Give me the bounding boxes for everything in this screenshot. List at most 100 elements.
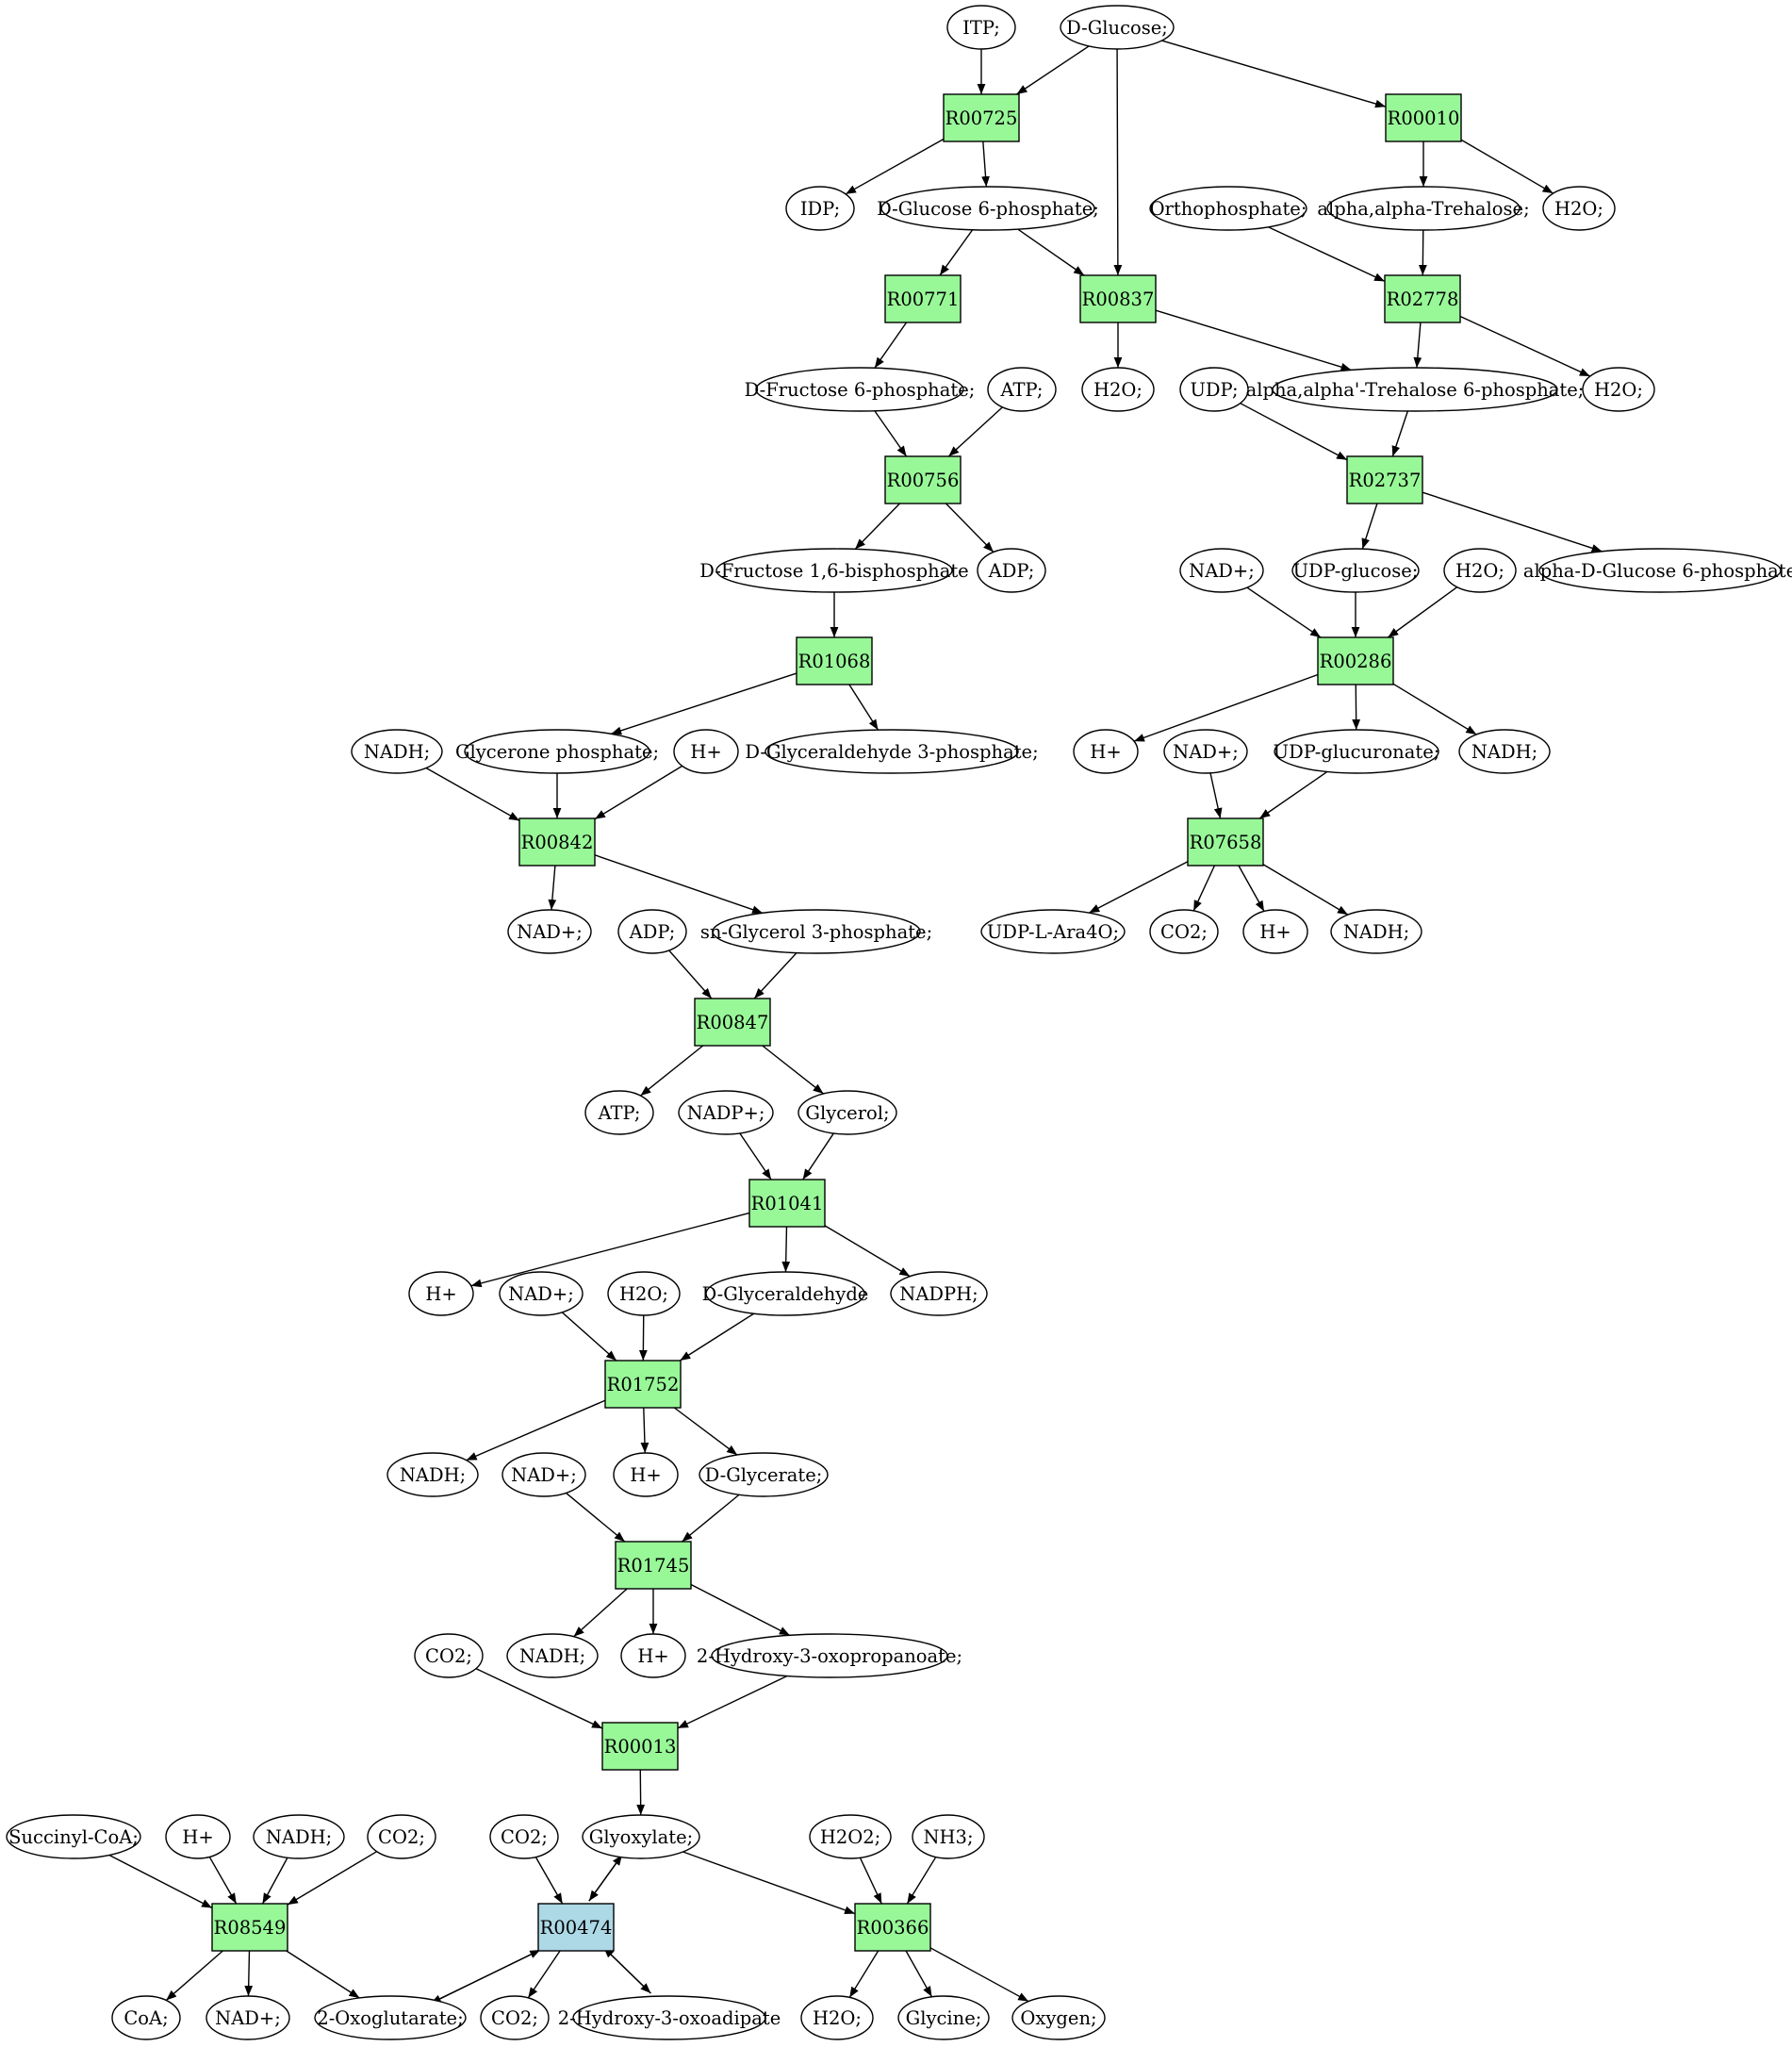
compound-node-udpara[interactable]: UDP-L-Ara4O;	[980, 909, 1126, 954]
reaction-node-r08549[interactable]: R08549	[211, 1903, 288, 1952]
compound-node-h2o-b[interactable]: H2O;	[1081, 367, 1155, 412]
compound-node-t6p[interactable]: alpha,alpha'-Trehalose 6-phosphate;	[1246, 367, 1585, 412]
compound-ellipse	[1542, 186, 1616, 231]
reaction-node-r01041[interactable]: R01041	[748, 1179, 826, 1228]
compound-label: alpha,alpha'-Trehalose 6-phosphate;	[1246, 379, 1585, 401]
compound-node-f6p[interactable]: D-Fructose 6-phosphate;	[745, 367, 976, 412]
compound-node-f16bp[interactable]: D-Fructose 1,6-bisphosphate	[699, 548, 969, 593]
compound-node-succoa[interactable]: Succinyl-CoA;	[6, 1814, 141, 1859]
compound-node-ortho[interactable]: Orthophosphate;	[1149, 186, 1307, 231]
compound-node-idp[interactable]: IDP;	[785, 186, 855, 231]
compound-node-nadph[interactable]: NADPH;	[890, 1271, 988, 1316]
compound-node-ga3p[interactable]: D-Glyceraldehyde 3-phosphate;	[745, 729, 1039, 774]
compound-node-co2-e[interactable]: CO2;	[480, 1995, 550, 2040]
compound-node-nadp-b[interactable]: NAD+;	[1163, 729, 1248, 774]
compound-node-nadpp[interactable]: NADP+;	[678, 1090, 774, 1135]
edge-udp-to-r02737	[1240, 403, 1348, 461]
compound-node-dga[interactable]: D-Glyceraldehyde	[702, 1271, 869, 1316]
compound-node-g3p[interactable]: sn-Glycerol 3-phosphate;	[700, 909, 932, 954]
compound-node-dglyc[interactable]: D-Glycerate;	[699, 1452, 829, 1497]
compound-node-nadp-a[interactable]: NAD+;	[1179, 548, 1264, 593]
compound-node-nadh-c[interactable]: NADH;	[1330, 909, 1422, 954]
compound-node-nadh-f[interactable]: NADH;	[253, 1814, 345, 1859]
compound-node-dglc[interactable]: D-Glucose;	[1060, 5, 1175, 50]
compound-node-nadp-d[interactable]: NAD+;	[499, 1271, 584, 1316]
compound-node-glyc[interactable]: Glycerol;	[797, 1090, 897, 1135]
reaction-node-r01745[interactable]: R01745	[615, 1541, 692, 1590]
compound-node-co2-b[interactable]: CO2;	[414, 1633, 484, 1678]
reaction-label: R00725	[945, 107, 1018, 129]
compound-node-hp-e[interactable]: H+	[613, 1452, 679, 1497]
compound-node-nadp-c[interactable]: NAD+;	[507, 909, 592, 954]
compound-node-hop[interactable]: 2-Hydroxy-3-oxopropanoate;	[697, 1633, 962, 1678]
compound-ellipse	[572, 1995, 766, 2040]
edge-r00013-to-glyox	[636, 1769, 646, 1816]
reaction-node-r00837[interactable]: R00837	[1079, 274, 1157, 323]
compound-ellipse	[699, 1452, 829, 1497]
compound-node-gly[interactable]: Glycine;	[897, 1995, 990, 2040]
reaction-node-r00366[interactable]: R00366	[854, 1903, 931, 1952]
compound-node-atp-b[interactable]: ATP;	[584, 1090, 654, 1135]
compound-node-h2o-e[interactable]: H2O;	[607, 1271, 681, 1316]
compound-node-og[interactable]: 2-Oxoglutarate;	[314, 1995, 467, 2040]
compound-node-adp-a[interactable]: ADP;	[977, 548, 1046, 593]
reaction-node-r00756[interactable]: R00756	[884, 455, 962, 504]
reaction-node-r00725[interactable]: R00725	[943, 93, 1020, 142]
edge-t6p-to-r02737	[1391, 410, 1409, 457]
compound-node-treh[interactable]: alpha,alpha-Trehalose;	[1317, 186, 1530, 231]
compound-node-ag6p[interactable]: alpha-D-Glucose 6-phosphate	[1523, 548, 1792, 593]
compound-node-hp-d[interactable]: H+	[408, 1271, 474, 1316]
compound-node-nadh-e[interactable]: NADH;	[506, 1633, 599, 1678]
compound-node-h2o-f[interactable]: H2O;	[800, 1995, 874, 2040]
compound-node-glyox[interactable]: Glyoxylate;	[582, 1814, 700, 1859]
reaction-node-r00842[interactable]: R00842	[518, 817, 596, 867]
compound-node-hoa[interactable]: 2-Hydroxy-3-oxoadipate	[558, 1995, 781, 2040]
compound-node-h2o-d[interactable]: H2O;	[1443, 548, 1517, 593]
compound-node-udpga[interactable]: UDP-glucuronate;	[1274, 729, 1440, 774]
compound-node-h2o2[interactable]: H2O2;	[809, 1814, 892, 1859]
edge-glyox-to-r00366	[682, 1851, 856, 1915]
reaction-label: R07658	[1190, 832, 1262, 853]
compound-node-nadh-d[interactable]: NADH;	[386, 1452, 479, 1497]
compound-node-nadh-b[interactable]: NADH;	[1458, 729, 1551, 774]
reaction-node-r02778[interactable]: R02778	[1384, 274, 1461, 323]
compound-node-nadp-e[interactable]: NAD+;	[501, 1452, 586, 1497]
compound-node-co2-d[interactable]: CO2;	[489, 1814, 559, 1859]
compound-node-gp[interactable]: Glycerone phosphate;	[455, 729, 659, 774]
compound-node-nadp-f[interactable]: NAD+;	[206, 1995, 290, 2040]
reaction-node-r00013[interactable]: R00013	[601, 1722, 679, 1771]
compound-node-hp-b[interactable]: H+	[1073, 729, 1139, 774]
compound-node-coa[interactable]: CoA;	[111, 1995, 181, 2040]
compound-node-hp-a[interactable]: H+	[673, 729, 739, 774]
compound-node-nadh-a[interactable]: NADH;	[351, 729, 443, 774]
edge-h2o-e-to-r01752	[638, 1314, 648, 1362]
reaction-node-r00847[interactable]: R00847	[694, 998, 771, 1047]
compound-node-o2[interactable]: Oxygen;	[1011, 1995, 1106, 2040]
reaction-node-r00474[interactable]: R00474	[537, 1903, 615, 1952]
compound-ellipse	[386, 1452, 479, 1497]
compound-node-itp[interactable]: ITP;	[946, 5, 1016, 50]
reaction-node-r01068[interactable]: R01068	[796, 636, 873, 685]
edge-r02737-to-udpg	[1361, 503, 1378, 550]
edge-dga-to-r01752	[679, 1312, 755, 1362]
compound-node-atp-a[interactable]: ATP;	[987, 367, 1057, 412]
compound-node-co2-a[interactable]: CO2;	[1149, 909, 1219, 954]
compound-ellipse	[897, 1995, 990, 2040]
compound-node-adp-b[interactable]: ADP;	[617, 909, 687, 954]
compound-node-g6p[interactable]: D-Glucose 6-phosphate;	[877, 186, 1099, 231]
reaction-node-r00771[interactable]: R00771	[884, 274, 962, 323]
reaction-node-r07658[interactable]: R07658	[1187, 817, 1264, 867]
compound-node-udpg[interactable]: UDP-glucose;	[1291, 548, 1420, 593]
reaction-node-r00010[interactable]: R00010	[1385, 93, 1462, 142]
compound-node-h2o-c[interactable]: H2O;	[1582, 367, 1655, 412]
compound-node-udp[interactable]: UDP;	[1179, 367, 1249, 412]
compound-node-hp-c[interactable]: H+	[1242, 909, 1308, 954]
reaction-node-r00286[interactable]: R00286	[1317, 636, 1394, 685]
reaction-node-r01752[interactable]: R01752	[604, 1360, 682, 1409]
compound-node-co2-c[interactable]: CO2;	[367, 1814, 436, 1859]
compound-node-nh3[interactable]: NH3;	[912, 1814, 985, 1859]
compound-node-h2o-a[interactable]: H2O;	[1542, 186, 1616, 231]
reaction-node-r02737[interactable]: R02737	[1346, 455, 1423, 504]
compound-node-hp-f[interactable]: H+	[620, 1633, 686, 1678]
compound-node-hp-g[interactable]: H+	[165, 1814, 231, 1859]
